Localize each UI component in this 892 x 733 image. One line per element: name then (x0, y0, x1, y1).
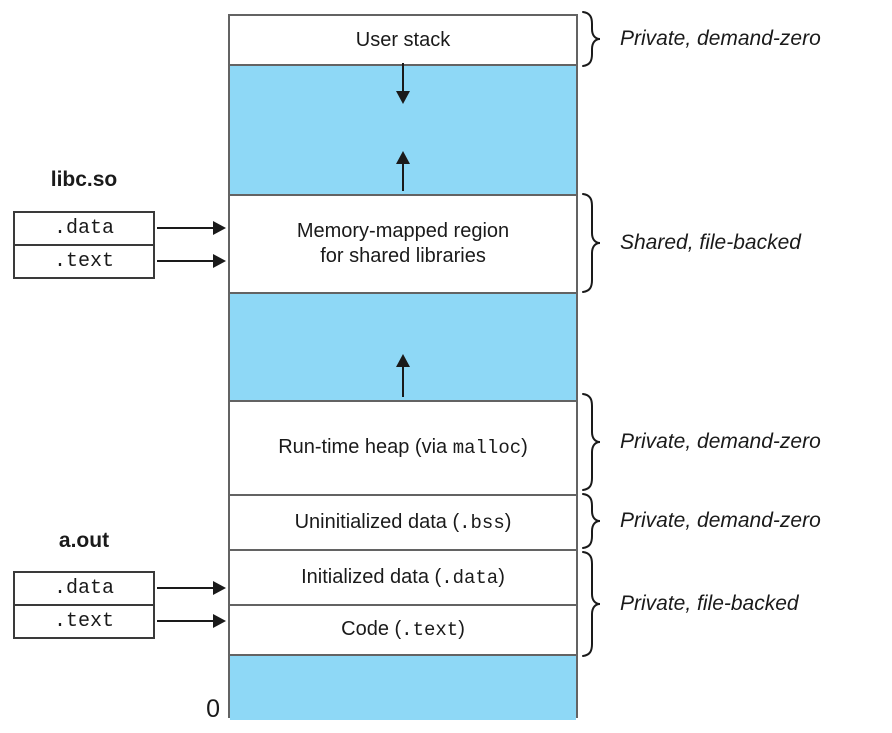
brace-bss-icon (582, 493, 601, 549)
annotation-user-stack: Private, demand-zero (620, 27, 821, 50)
libc-so-boxes: .data .text (13, 211, 155, 279)
annotation-heap: Private, demand-zero (620, 430, 821, 453)
heap-label-pre: Run-time heap (via (278, 436, 453, 459)
libc-text-arrow-icon (157, 254, 226, 268)
memory-column: User stack Memory-mapped region for shar… (228, 14, 578, 720)
data-label-post: ) (498, 565, 505, 588)
region-bss: Uninitialized data (.bss) (230, 494, 576, 549)
mmap-label-line1: Memory-mapped region (296, 220, 510, 242)
libc-data-section: .data (53, 217, 114, 240)
region-bottom-gap (230, 654, 576, 720)
brace-user-stack-icon (582, 11, 601, 67)
bss-label-mono: .bss (459, 511, 505, 534)
data-label: Initialized data (.data) (301, 565, 505, 591)
region-user-stack: User stack (230, 16, 576, 64)
code-label-pre: Code ( (341, 618, 402, 641)
aout-data-section: .data (53, 577, 114, 600)
code-label-mono: .text (401, 619, 459, 642)
data-label-mono: .data (441, 566, 499, 589)
heap-label-post: ) (521, 436, 528, 459)
region-heap-gap (230, 292, 576, 400)
libc-text-section: .text (15, 244, 153, 277)
annotation-data-code: Private, file-backed (620, 592, 799, 615)
data-label-pre: Initialized data ( (301, 565, 442, 588)
region-memory-mapped: Memory-mapped region for shared librarie… (230, 194, 576, 292)
origin-zero-label: 0 (206, 695, 220, 723)
aout-text-arrow-icon (157, 614, 226, 628)
annotation-mmap: Shared, file-backed (620, 231, 801, 254)
code-label-post: ) (458, 618, 465, 641)
heap-label: Run-time heap (via malloc) (278, 435, 528, 461)
aout-text-section: .text (15, 604, 153, 637)
mmap-label-line2: for shared libraries (320, 245, 486, 267)
libc-data-arrow-icon (157, 221, 226, 235)
heap-label-mono: malloc (452, 437, 522, 460)
brace-mmap-icon (582, 193, 601, 293)
region-code: Code (.text) (230, 604, 576, 654)
brace-data-code-icon (582, 551, 601, 657)
a-out-boxes: .data .text (13, 571, 155, 639)
brace-heap-icon (582, 393, 601, 491)
bss-label-pre: Uninitialized data ( (294, 510, 460, 533)
annotation-bss: Private, demand-zero (620, 509, 821, 532)
bss-label-post: ) (504, 510, 512, 533)
bss-label: Uninitialized data (.bss) (295, 510, 512, 536)
libc-so-title: libc.so (50, 168, 118, 191)
a-out-title: a.out (58, 529, 110, 552)
region-stack-gap (230, 64, 576, 194)
aout-data-arrow-icon (157, 581, 226, 595)
region-data: Initialized data (.data) (230, 549, 576, 604)
code-label: Code (.text) (341, 617, 465, 643)
user-stack-label: User stack (355, 28, 451, 51)
region-runtime-heap: Run-time heap (via malloc) (230, 400, 576, 494)
